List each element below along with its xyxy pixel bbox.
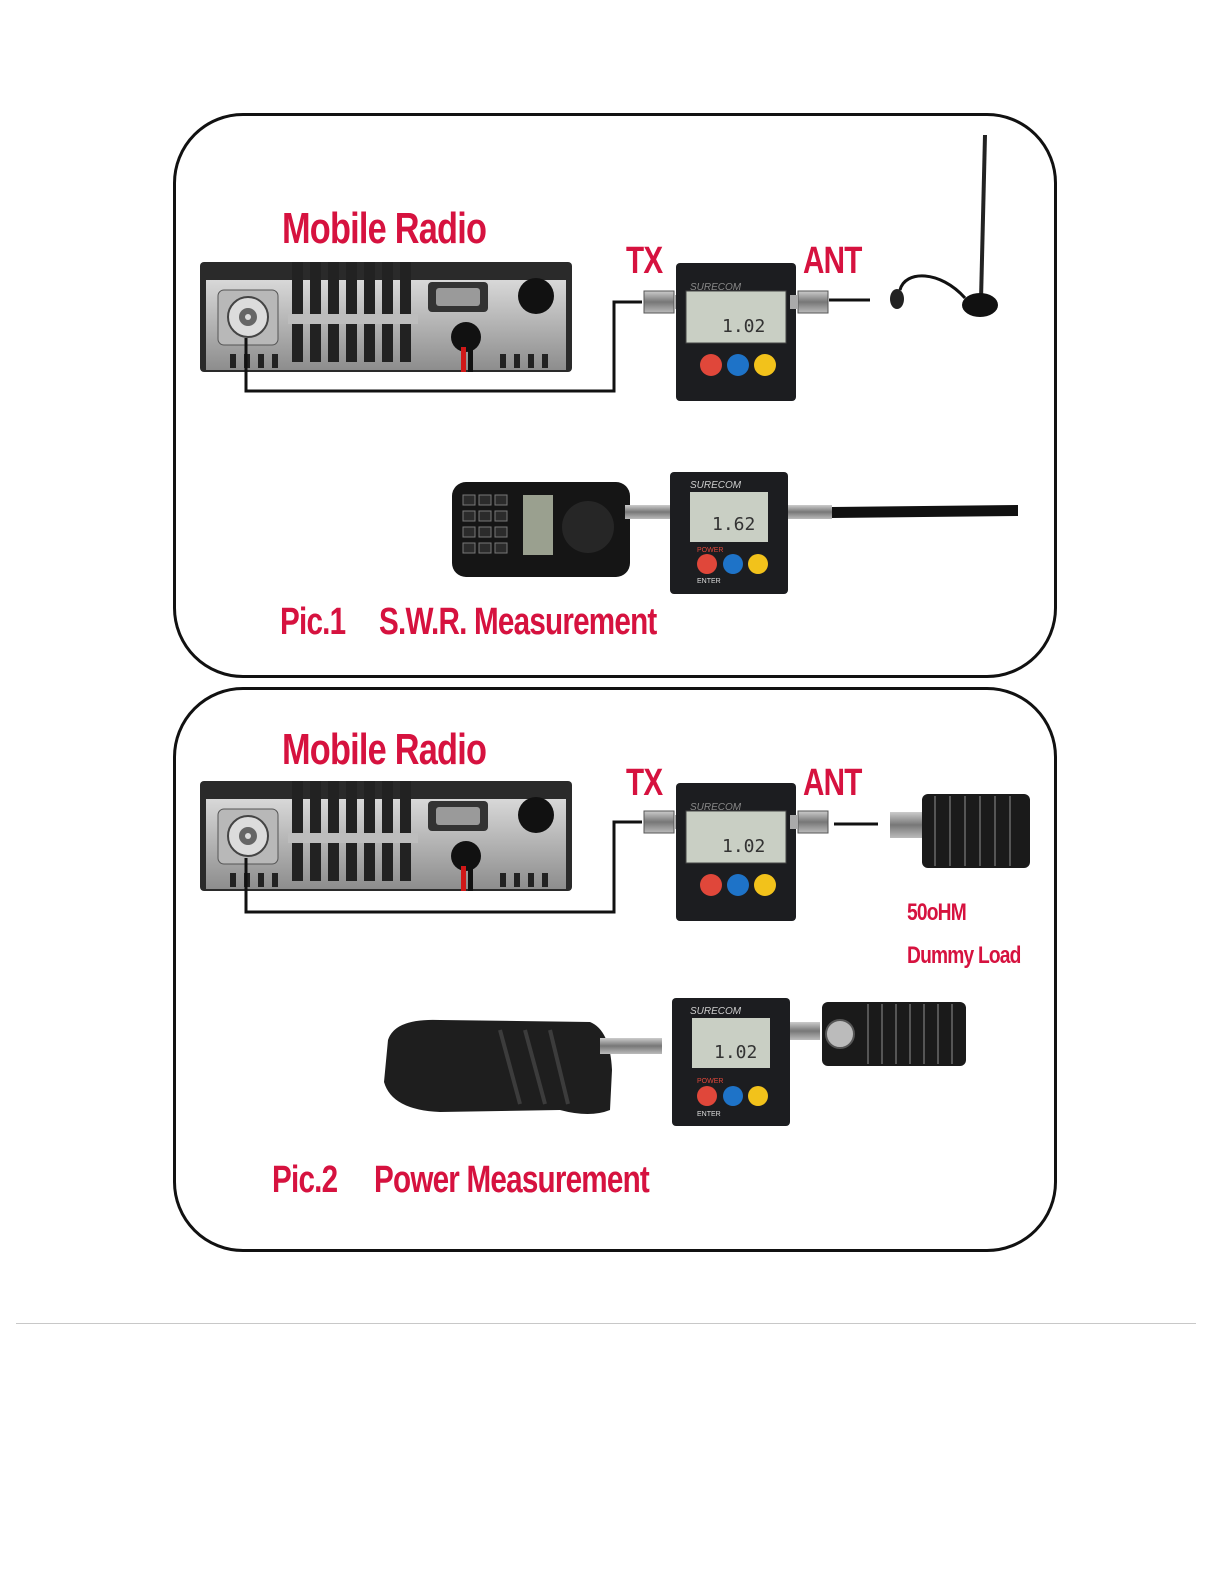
- handheld-radio-2: [384, 1020, 662, 1114]
- ant-label-1: ANT: [803, 240, 862, 283]
- lcd-reading-3: 1.02: [722, 836, 765, 857]
- magnetic-antenna: [890, 135, 998, 317]
- power-button-label: POWER: [697, 547, 723, 554]
- meter-brand-3: SURECOM: [690, 802, 742, 813]
- whip-antenna: [832, 505, 1018, 518]
- power-button-label-2: POWER: [697, 1078, 723, 1085]
- dummy-load-1: [890, 794, 1030, 868]
- dummy-load-2: [822, 1002, 966, 1066]
- divider-line: [16, 1323, 1196, 1324]
- meter-brand-2: SURECOM: [690, 480, 742, 491]
- meter-brand-4: SURECOM: [690, 1006, 742, 1017]
- meter-brand-1: SURECOM: [690, 282, 742, 293]
- lcd-reading-1: 1.02: [722, 316, 765, 337]
- pic-label-1: Pic.1: [280, 601, 345, 644]
- tx-label-2: TX: [626, 762, 662, 805]
- load-impedance-label: 50oHM: [907, 899, 966, 927]
- caption-power: Power Measurement: [374, 1159, 649, 1202]
- lcd-reading-4: 1.02: [714, 1042, 757, 1063]
- mobile-radio-title-1: Mobile Radio: [282, 204, 486, 254]
- enter-button-label: ENTER: [697, 578, 721, 585]
- tx-label-1: TX: [626, 240, 662, 283]
- ant-label-2: ANT: [803, 762, 862, 805]
- lcd-reading-2: 1.62: [712, 514, 755, 535]
- mobile-radio-title-2: Mobile Radio: [282, 725, 486, 775]
- mobile-radio-1: [200, 262, 572, 372]
- enter-button-label-2: ENTER: [697, 1111, 721, 1118]
- pic-label-2: Pic.2: [272, 1159, 337, 1202]
- caption-swr: S.W.R. Measurement: [379, 601, 656, 644]
- mobile-radio-2: [200, 781, 572, 891]
- handheld-radio-1: [452, 482, 670, 577]
- dummy-load-label: Dummy Load: [907, 942, 1021, 970]
